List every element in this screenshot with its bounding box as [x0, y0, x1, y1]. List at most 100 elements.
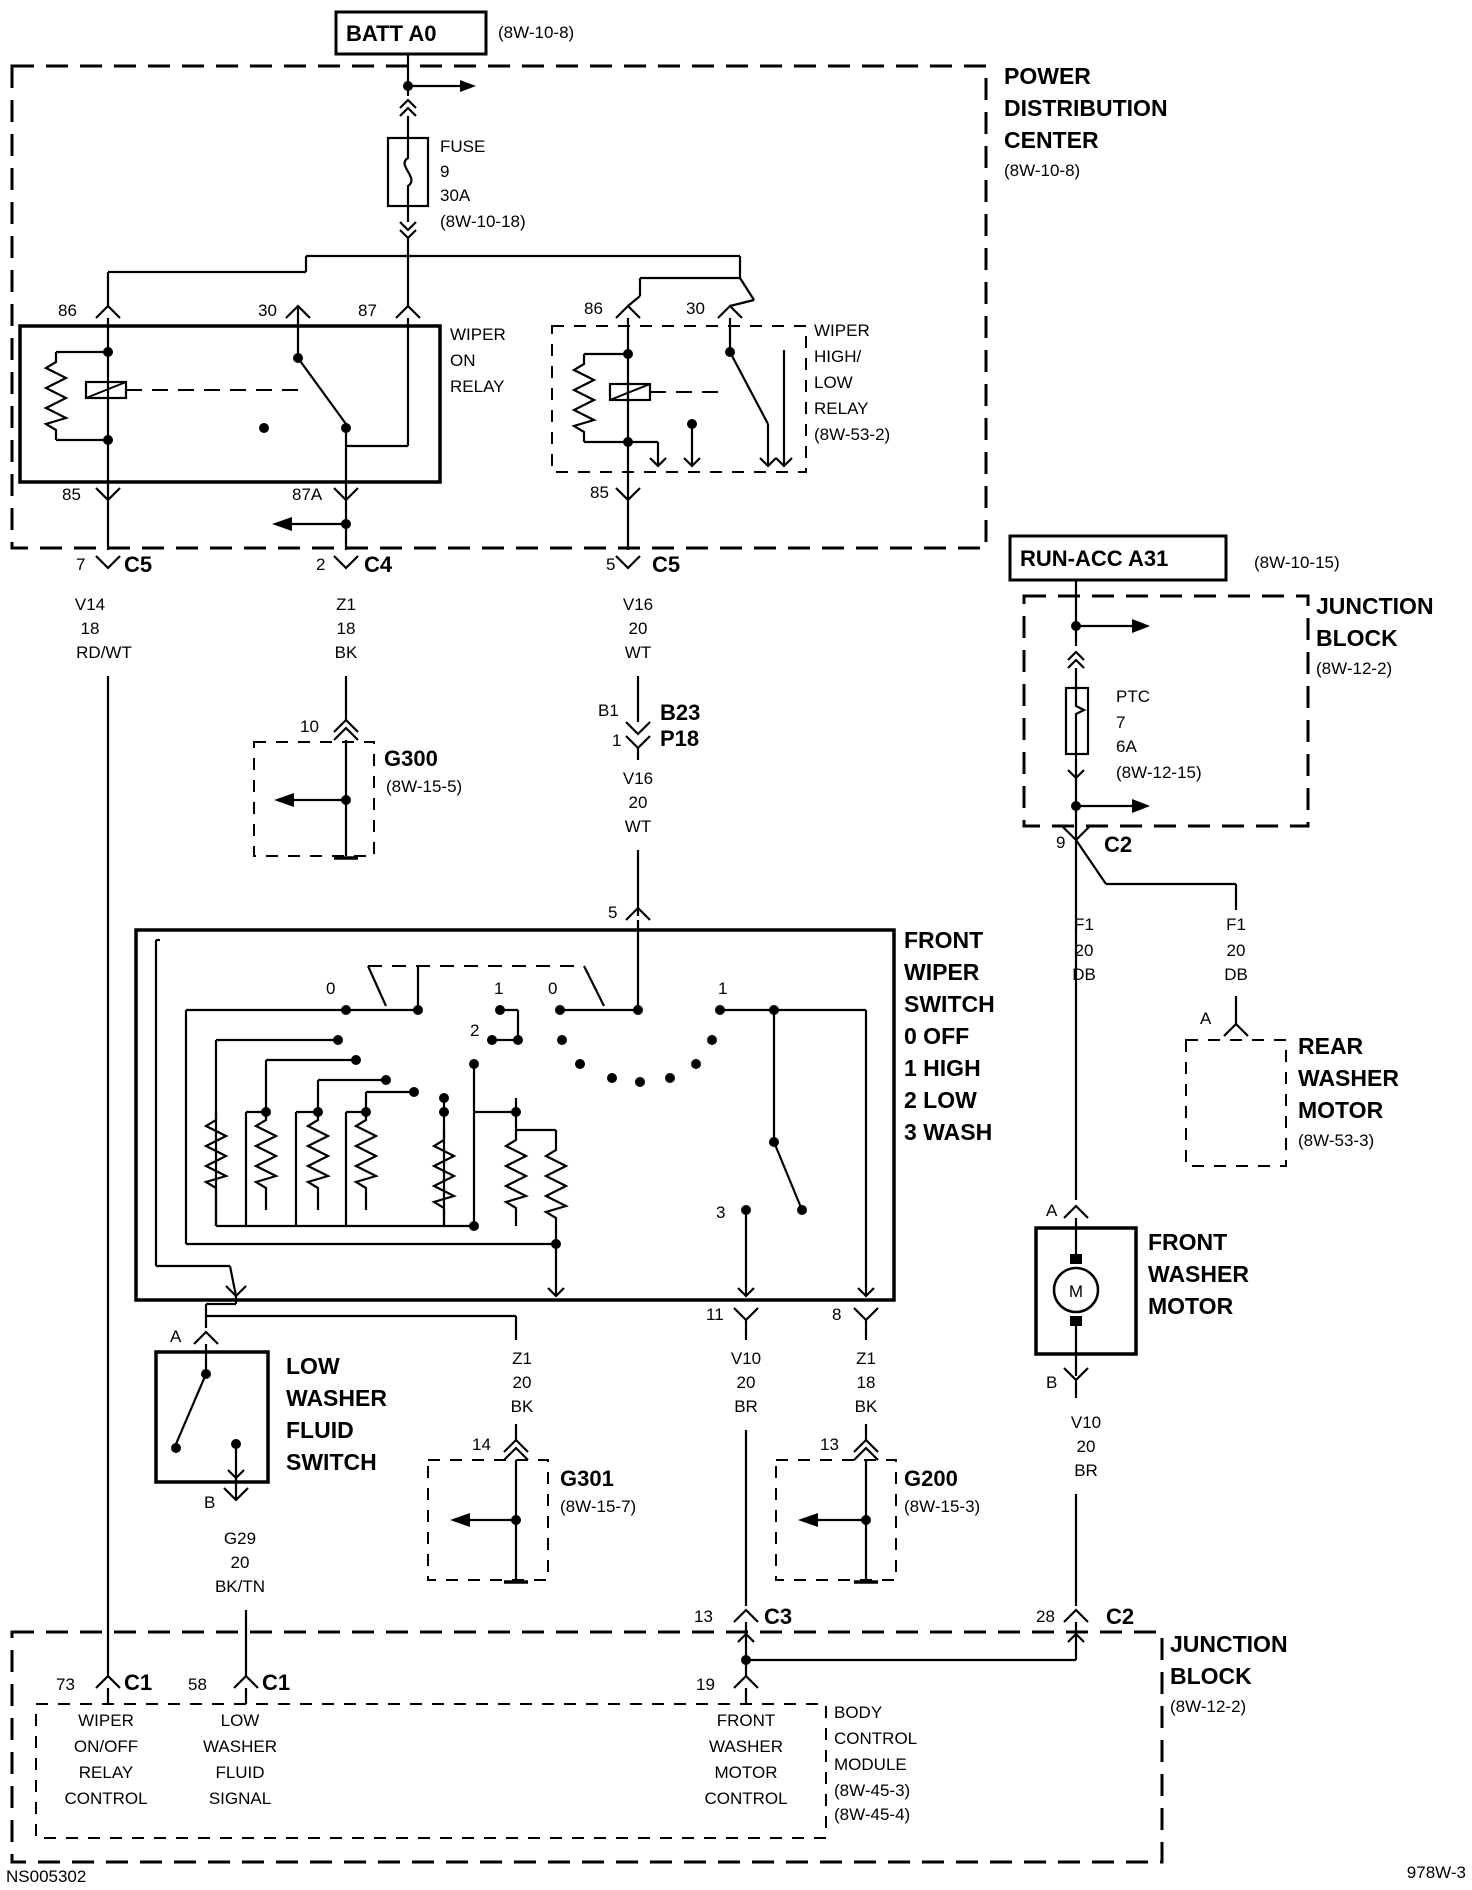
svg-text:G200: G200	[904, 1466, 958, 1491]
svg-text:Z1: Z1	[336, 595, 356, 614]
svg-text:7: 7	[76, 555, 85, 574]
svg-text:13: 13	[820, 1435, 839, 1454]
svg-text:A: A	[1200, 1009, 1212, 1028]
svg-text:(8W-12-2): (8W-12-2)	[1170, 1697, 1246, 1716]
svg-text:DB: DB	[1072, 965, 1096, 984]
svg-text:5: 5	[606, 555, 615, 574]
bcm-label: BODY	[834, 1703, 882, 1722]
svg-text:JUNCTION: JUNCTION	[1316, 593, 1434, 619]
svg-text:19: 19	[696, 1675, 715, 1694]
svg-text:58: 58	[188, 1675, 207, 1694]
wiper-hl-relay-pin86: 86	[584, 299, 603, 318]
svg-text:9: 9	[1056, 833, 1065, 852]
connector-c5-pin5: 5 C5	[606, 500, 680, 577]
batt-a0-title: BATT A0	[346, 21, 436, 46]
front-washer-motor: A M B FRONT WASHER MOTOR	[1034, 1201, 1249, 1392]
connector-c5-pin7: 7 C5	[76, 500, 152, 577]
motor-symbol: M	[1069, 1282, 1083, 1301]
ground-g200: 13 G200 (8W-15-3)	[775, 1435, 980, 1584]
junction-block-bottom-border	[10, 1630, 1164, 1864]
svg-text:11: 11	[706, 1305, 724, 1324]
svg-text:BLOCK: BLOCK	[1316, 625, 1398, 651]
batt-feed-wire	[399, 54, 476, 138]
svg-text:9: 9	[440, 162, 449, 181]
svg-text:C1: C1	[124, 1670, 152, 1695]
svg-text:V14: V14	[75, 595, 105, 614]
svg-text:POWER: POWER	[1004, 63, 1091, 89]
svg-text:87: 87	[358, 301, 377, 320]
svg-text:ON/OFF: ON/OFF	[74, 1737, 138, 1756]
svg-text:1: 1	[494, 979, 503, 998]
svg-text:ON: ON	[450, 351, 476, 370]
junction-block-bottom-label: JUNCTION BLOCK (8W-12-2)	[1170, 1631, 1288, 1716]
wire-z1-g301: Z1 20 BK	[206, 1314, 534, 1453]
rear-washer-motor: A REAR WASHER MOTOR (8W-53-3)	[1185, 1009, 1399, 1167]
svg-text:C2: C2	[1106, 1604, 1134, 1629]
svg-text:18: 18	[81, 619, 100, 638]
svg-text:BLOCK: BLOCK	[1170, 1663, 1252, 1689]
ptc-7: PTC 7 6A (8W-12-15)	[1064, 580, 1202, 826]
svg-text:G301: G301	[560, 1466, 614, 1491]
bcm-wiper-control-label: WIPER	[78, 1711, 134, 1730]
svg-text:20: 20	[1075, 941, 1094, 960]
wire-z1-g200: Z1 18 BK	[853, 1320, 879, 1453]
bcm-washer-control-label: FRONT	[717, 1711, 776, 1730]
svg-text:20: 20	[629, 619, 648, 638]
svg-text:MOTOR: MOTOR	[715, 1763, 778, 1782]
svg-text:73: 73	[56, 1675, 75, 1694]
svg-text:30: 30	[258, 301, 277, 320]
svg-text:WT: WT	[625, 817, 651, 836]
svg-text:WASHER: WASHER	[709, 1737, 783, 1756]
wire-g29: G29 20 BK/TN	[215, 1529, 265, 1676]
wire-v14: V14 18 RD/WT	[75, 595, 132, 1676]
svg-text:20: 20	[629, 793, 648, 812]
wiper-on-relay-label: WIPER	[450, 325, 506, 344]
wire-z1-g300: Z1 18 BK	[333, 595, 359, 733]
run-acc-a31-title: RUN-ACC A31	[1020, 546, 1168, 571]
junction-block-top-border	[1022, 594, 1310, 828]
svg-text:(8W-10-8): (8W-10-8)	[1004, 161, 1080, 180]
wire-v10-left: V10 20 BR	[731, 1320, 761, 1606]
bcm-low-washer-signal-label: LOW	[221, 1711, 260, 1730]
svg-text:3 WASH: 3 WASH	[904, 1119, 992, 1145]
svg-text:DISTRIBUTION: DISTRIBUTION	[1004, 95, 1168, 121]
front-washer-motor-label: FRONT	[1148, 1229, 1227, 1255]
svg-text:6A: 6A	[1116, 737, 1137, 756]
svg-text:WASHER: WASHER	[286, 1385, 387, 1411]
svg-text:RELAY: RELAY	[450, 377, 505, 396]
svg-text:14: 14	[472, 1435, 491, 1454]
svg-text:20: 20	[513, 1373, 532, 1392]
svg-text:B: B	[204, 1493, 215, 1512]
low-washer-fluid-switch: A B LOW WASHER FLUID SWITCH	[154, 1296, 387, 1512]
svg-text:(8W-10-15): (8W-10-15)	[1254, 553, 1340, 572]
svg-text:(8W-45-3): (8W-45-3)	[834, 1781, 910, 1800]
svg-text:2: 2	[316, 555, 325, 574]
svg-text:87A: 87A	[292, 485, 323, 504]
svg-text:SIGNAL: SIGNAL	[209, 1789, 271, 1808]
fuse-output-bus	[106, 254, 755, 301]
batt-a0-box: BATT A0 (8W-10-8)	[334, 10, 574, 56]
svg-text:CONTROL: CONTROL	[834, 1729, 917, 1748]
ground-g300: 10 G300 (8W-15-5)	[253, 717, 462, 860]
svg-text:18: 18	[337, 619, 356, 638]
svg-text:V10: V10	[1071, 1413, 1101, 1432]
svg-text:V10: V10	[731, 1349, 761, 1368]
svg-text:0: 0	[548, 979, 557, 998]
svg-text:1: 1	[612, 731, 621, 750]
svg-text:C5: C5	[652, 552, 680, 577]
svg-text:A: A	[170, 1327, 182, 1346]
svg-text:10: 10	[300, 717, 319, 736]
svg-text:BR: BR	[734, 1397, 758, 1416]
svg-text:(8W-12-15): (8W-12-15)	[1116, 763, 1202, 782]
svg-text:(8W-53-3): (8W-53-3)	[1298, 1131, 1374, 1150]
wire-v16-lower: V16 20 WT	[623, 769, 653, 916]
svg-text:WASHER: WASHER	[1148, 1261, 1249, 1287]
wire-f1-rear: F1 20 DB	[1223, 915, 1249, 1037]
svg-text:DB: DB	[1224, 965, 1248, 984]
connector-c4-pin2: 2 C4	[316, 546, 393, 577]
svg-text:(8W-45-4): (8W-45-4)	[834, 1805, 910, 1824]
svg-text:CONTROL: CONTROL	[704, 1789, 787, 1808]
svg-text:28: 28	[1036, 1607, 1055, 1626]
svg-text:JUNCTION: JUNCTION	[1170, 1631, 1288, 1657]
front-wiper-switch: 5 FRONT WIPER SWITCH 0 OFF 1 HIGH 2 LOW …	[134, 903, 995, 1324]
